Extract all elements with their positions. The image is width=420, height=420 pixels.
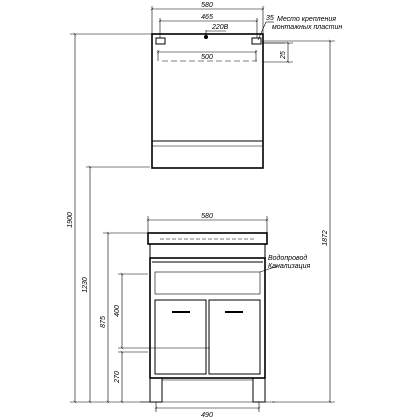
dim-leg-height: 270 bbox=[114, 350, 148, 404]
dim-leg-height-label: 270 bbox=[114, 371, 121, 384]
dim-mount-height-label: 25 bbox=[280, 51, 287, 60]
dim-base-width: 490 bbox=[154, 402, 261, 419]
dim-mount-offset-label: 35 bbox=[266, 15, 274, 22]
dim-base-width-label: 490 bbox=[201, 412, 213, 419]
door-right bbox=[208, 299, 261, 375]
dim-mirror-width-label: 580 bbox=[201, 2, 213, 9]
dim-mirror-inner: 500 bbox=[156, 50, 258, 61]
leg-right bbox=[252, 377, 266, 403]
mount-note-line2: монтажных пластин bbox=[272, 24, 342, 31]
dim-cabinet-height: 875 bbox=[100, 231, 148, 404]
dim-total-height-label: 1900 bbox=[67, 212, 74, 228]
dim-power: 220В bbox=[205, 24, 229, 37]
dim-mount-distance-label: 465 bbox=[201, 14, 213, 21]
pipe-note-line2: Канализация bbox=[268, 263, 310, 270]
dim-mount-top-height-label: 1872 bbox=[322, 230, 329, 246]
door-left bbox=[154, 299, 207, 375]
sink-apron bbox=[149, 244, 266, 259]
leg-left bbox=[149, 377, 163, 403]
dim-inlet-height: 400 bbox=[114, 272, 210, 350]
dim-pipe-height-label: 1230 bbox=[82, 277, 89, 293]
dim-cabinet-height-label: 875 bbox=[100, 316, 107, 328]
pipe-note-line1: Водопровод bbox=[268, 254, 307, 262]
pipe-note: Водопровод Канализация bbox=[259, 254, 310, 273]
dim-total-height: 1900 bbox=[67, 32, 152, 404]
dim-inlet-height-label: 400 bbox=[114, 305, 121, 317]
dim-mount-height: 25 bbox=[263, 41, 293, 64]
mount-plate-right bbox=[251, 37, 262, 45]
dim-mirror-inner-label: 500 bbox=[201, 54, 213, 61]
mount-plate-left bbox=[155, 37, 166, 45]
mount-note-line1: Место крепления bbox=[277, 16, 336, 23]
dim-pipe-height: 1230 bbox=[82, 165, 150, 404]
mirror-cabinet-body bbox=[151, 33, 264, 169]
power-label: 220В bbox=[211, 24, 229, 31]
dim-cabinet-width: 580 bbox=[146, 213, 269, 233]
dim-mount-offset: 35 Место крепления монтажных пластин bbox=[257, 15, 342, 44]
dim-cabinet-width-label: 580 bbox=[201, 213, 213, 220]
drawer-front-hatched bbox=[154, 271, 261, 295]
mirror-cabinet bbox=[151, 33, 264, 169]
cabinet-body bbox=[149, 257, 266, 379]
dim-mount-distance: 465 bbox=[158, 14, 259, 38]
sink-top bbox=[147, 232, 268, 245]
base-cabinet bbox=[147, 232, 268, 403]
dim-mount-top-height: 1872 bbox=[263, 39, 335, 404]
